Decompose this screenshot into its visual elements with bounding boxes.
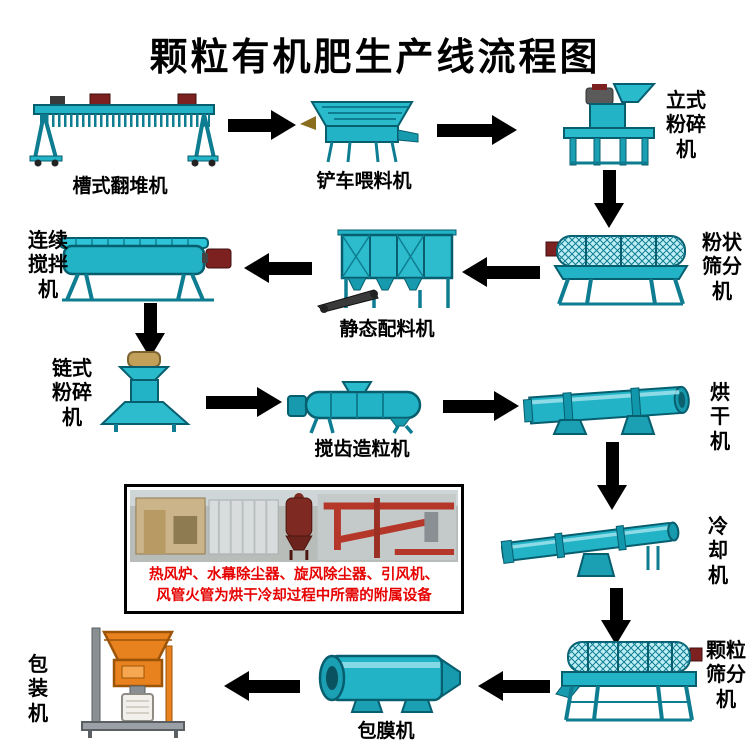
machine-continuous-mixer <box>56 222 238 304</box>
machine-dryer <box>522 376 696 438</box>
machine-static-batcher <box>316 228 458 314</box>
machine-granule-screener <box>554 634 704 724</box>
dryer-label: 烘干机 <box>710 380 730 453</box>
continuous-mixer-image <box>59 237 232 302</box>
auxiliary-note-line2: 风管火管为烘干冷却过程中所需的附属设备 <box>156 588 432 605</box>
machine-tooth-granulator <box>286 380 436 435</box>
auxiliary-note-box: 热风炉、水幕除尘器、旋风除尘器、引风机、 风管火管为烘干冷却过程中所需的附属设备 <box>124 484 464 614</box>
machine-powder-screener <box>544 226 696 308</box>
static-batcher-image <box>317 229 457 313</box>
auxiliary-equipment-photo <box>130 490 458 562</box>
arrow-head-right-icon <box>494 391 519 421</box>
vertical-crusher-image <box>563 83 657 166</box>
coating-machine-label: 包膜机 <box>357 720 415 742</box>
auxiliary-note-line1: 热风炉、水幕除尘器、旋风除尘器、引风机、 <box>149 567 439 583</box>
arrow-granule-screener-to-coater <box>478 671 550 701</box>
machine-chain-crusher <box>94 350 196 434</box>
loader-feeder-image <box>300 101 419 163</box>
arrow-head-left-icon <box>478 671 503 701</box>
tooth-granulator-label: 搅齿造粒机 <box>314 438 410 460</box>
arrow-cooler-to-granule-screener <box>601 588 631 645</box>
chain-crusher-image <box>99 351 191 432</box>
arrow-powder-screener-to-batcher <box>462 257 540 287</box>
arrow-head-down-icon <box>597 485 627 510</box>
trough-turner-label: 槽式翻堆机 <box>72 175 168 197</box>
arrow-head-right-icon <box>492 115 517 145</box>
machine-vertical-crusher <box>556 82 662 168</box>
arrow-chain-crusher-to-granulator <box>206 387 282 417</box>
arrow-coater-to-packer <box>224 671 300 701</box>
arrow-head-left-icon <box>462 257 487 287</box>
granule-screener-image <box>555 641 703 722</box>
tooth-granulator-image <box>287 381 422 435</box>
powder-screener-image <box>545 235 689 306</box>
arrow-head-left-icon <box>244 253 269 283</box>
machine-cooler <box>496 502 696 586</box>
machine-loader-feeder <box>298 96 430 166</box>
dryer-image <box>522 385 690 435</box>
arrow-feeder-to-crusher <box>437 115 517 145</box>
chain-crusher-label: 链式粉碎机 <box>52 356 92 429</box>
coating-machine-image <box>318 654 461 713</box>
arrow-head-down-icon <box>601 620 631 645</box>
static-batcher-label: 静态配料机 <box>339 318 435 340</box>
machine-packing <box>52 626 204 740</box>
page-title: 颗粒有机肥生产线流程图 <box>149 34 601 79</box>
arrow-granulator-to-dryer <box>443 391 519 421</box>
packing-machine-label: 包装机 <box>28 652 48 725</box>
continuous-mixer-label: 连续搅拌机 <box>28 228 68 301</box>
vertical-crusher-label: 立式粉碎机 <box>666 88 706 161</box>
packing-machine-image <box>81 627 185 738</box>
arrow-head-right-icon <box>271 110 296 140</box>
arrow-batcher-to-mixer <box>244 253 312 283</box>
arrow-head-right-icon <box>257 387 282 417</box>
arrow-head-left-icon <box>224 671 249 701</box>
machine-coating <box>306 646 466 716</box>
powder-screener-label: 粉状筛分机 <box>702 230 742 303</box>
cooler-image <box>500 521 680 577</box>
granule-screener-label: 颗粒筛分机 <box>706 638 746 711</box>
arrow-turner-to-feeder <box>228 110 296 140</box>
loader-feeder-label: 铲车喂料机 <box>316 170 412 192</box>
trough-turner-image <box>29 93 219 167</box>
machine-trough-turner <box>28 90 220 168</box>
arrow-head-down-icon <box>594 203 624 228</box>
arrow-dryer-to-cooler <box>597 442 627 510</box>
arrow-crusher-to-powder-screener <box>594 170 624 228</box>
cooler-label: 冷却机 <box>708 514 728 587</box>
